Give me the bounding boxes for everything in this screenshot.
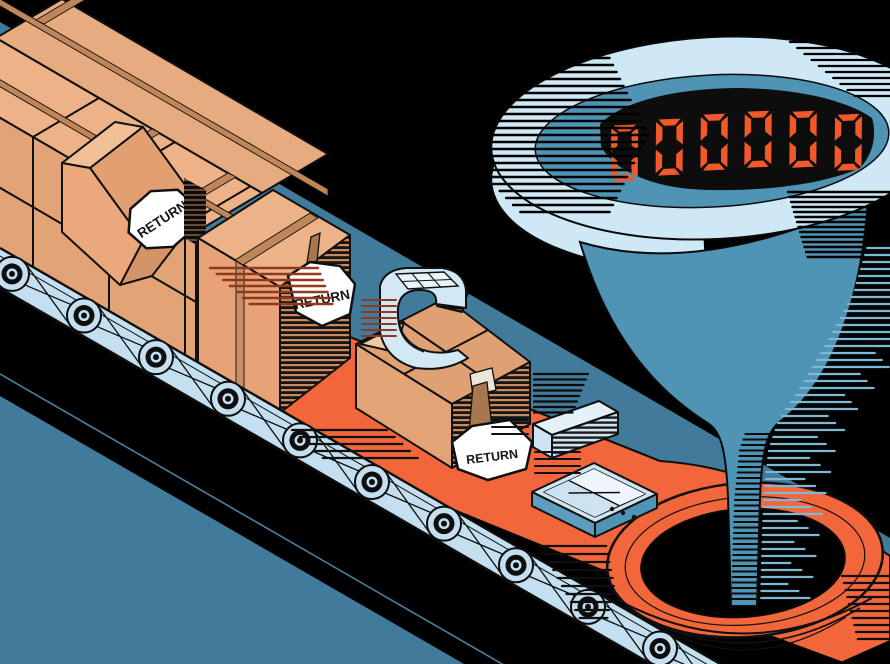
counter-display <box>600 88 875 191</box>
crumpled-return-tag: RETURN <box>450 367 534 482</box>
return-sticker: RETURN <box>127 188 197 250</box>
conveyor-rail <box>0 246 723 664</box>
rollers <box>0 255 693 664</box>
counter-digits <box>610 110 862 182</box>
returned-device <box>531 462 658 538</box>
bent-item <box>379 267 470 370</box>
small-bar <box>532 400 619 459</box>
speed-lines <box>208 40 890 641</box>
device-ports <box>609 506 637 520</box>
box-gap-shadow <box>184 178 206 250</box>
counter-digit <box>744 110 772 168</box>
crumpled-tag-label: RETURN <box>465 447 518 467</box>
counter-digit <box>655 118 683 176</box>
counter-digit <box>789 110 817 168</box>
funnel-body <box>578 198 870 607</box>
counter-digit <box>700 113 728 171</box>
corner-shadow <box>836 640 890 664</box>
counter-digit <box>834 113 862 171</box>
